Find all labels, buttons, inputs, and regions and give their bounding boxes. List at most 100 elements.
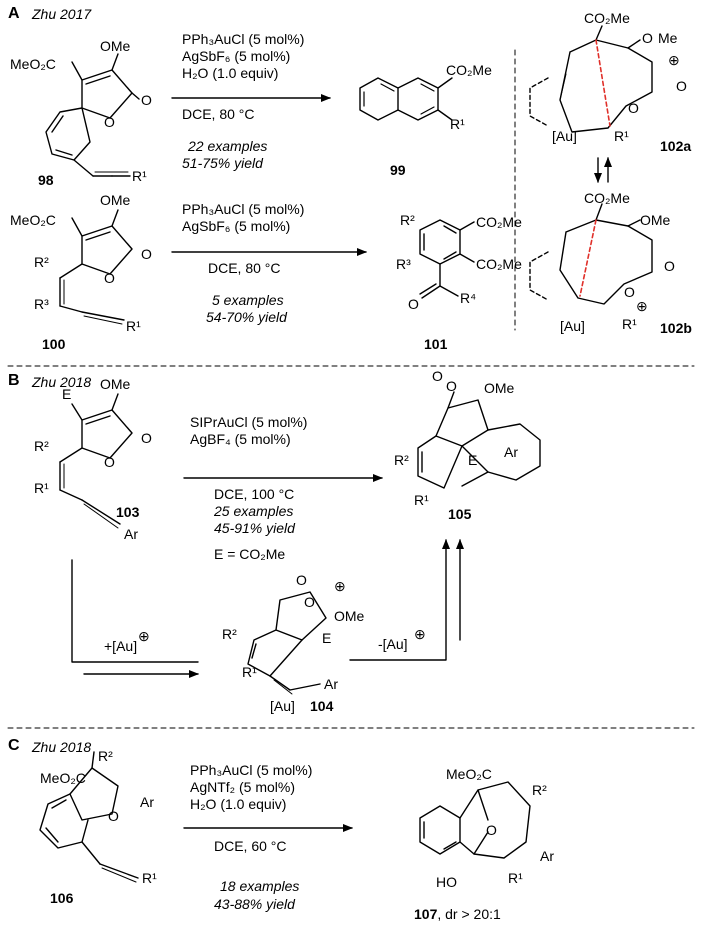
atom-o-104: O — [296, 572, 307, 588]
reagent-a1-2: AgSbF₆ (5 mol%) — [182, 48, 291, 64]
atom-r2-105: R² — [394, 452, 409, 468]
structure-100 — [59, 209, 133, 325]
reagent-c-1: PPh₃AuCl (5 mol%) — [190, 762, 313, 778]
atom-o-ring-100: O — [104, 270, 115, 286]
examples-b: 25 examples — [214, 503, 294, 519]
conditions-a1: DCE, 80 °C — [182, 106, 255, 122]
section-a-letter: A — [8, 5, 20, 22]
structure-103 — [59, 393, 133, 529]
compound-100-label: 100 — [42, 336, 66, 352]
atom-r1-102b: R¹ — [622, 316, 637, 332]
pathway-arrow-up — [349, 539, 450, 661]
atom-meo2c: MeO₂C — [10, 56, 56, 72]
atom-co2me-102a: CO₂Me — [584, 10, 630, 26]
atom-r2-101: R² — [400, 212, 415, 228]
note-e-def: E = CO₂Me — [214, 546, 286, 562]
atom-o-carbonyl-103: O — [141, 430, 152, 446]
atom-ome-104: OMe — [334, 608, 365, 624]
section-c-letter: C — [8, 737, 20, 754]
reagent-a1-1: PPh₃AuCl (5 mol%) — [182, 31, 305, 47]
remove-au-label: -[Au] — [378, 636, 408, 652]
compound-107-dr: , dr > 20:1 — [437, 906, 501, 922]
atom-e-105: E — [468, 452, 478, 468]
atom-r2-106: R² — [98, 748, 113, 764]
pathway-arrow-down-right — [71, 559, 199, 663]
oplus-102b: ⊕ — [636, 298, 648, 314]
atom-ome-103: OMe — [100, 376, 131, 392]
structure-99 — [359, 77, 453, 121]
compound-102a-label: 102a — [660, 138, 692, 154]
structure-107 — [419, 781, 531, 859]
atom-o-ring: O — [104, 114, 115, 130]
atom-me-102a: Me — [658, 30, 678, 46]
add-au-label: +[Au] — [104, 638, 138, 654]
atom-meo2c-100: MeO₂C — [10, 212, 56, 228]
compound-104-label: 104 — [310, 698, 334, 714]
atom-o-102b: O — [664, 258, 675, 274]
atom-o2-105: O — [446, 378, 457, 394]
structure-102a — [529, 25, 653, 133]
examples-a1: 22 examples — [188, 138, 268, 154]
atom-ome-100: OMe — [100, 192, 131, 208]
compound-107-label: 107, dr > 20:1 — [414, 906, 501, 922]
oplus-add-au: ⊕ — [138, 628, 150, 644]
atom-r3-100: R³ — [34, 296, 49, 312]
structure-104 — [247, 591, 327, 695]
atom-o-107: O — [486, 822, 497, 838]
yield-a2: 54-70% yield — [206, 309, 287, 325]
structure-106 — [39, 751, 139, 883]
atom-r1-103: R¹ — [34, 480, 49, 496]
section-b-author: Zhu 2018 — [32, 374, 92, 390]
atom-co2me-101b: CO₂Me — [476, 256, 522, 272]
reagent-b-2: AgBF₄ (5 mol%) — [190, 431, 291, 447]
atom-co2me-101a: CO₂Me — [476, 214, 522, 230]
atom-r1-105: R¹ — [414, 492, 429, 508]
atom-au-104: [Au] — [270, 698, 295, 714]
section-b-letter: B — [8, 372, 20, 389]
compound-102b-label: 102b — [660, 320, 692, 336]
atom-ome-102b: OMe — [640, 212, 671, 228]
atom-ar-107: Ar — [540, 848, 554, 864]
compound-101-label: 101 — [424, 336, 448, 352]
yield-b: 45-91% yield — [214, 520, 295, 536]
structure-101 — [419, 219, 475, 299]
atom-au-102b: [Au] — [560, 318, 585, 334]
atom-e-104: E — [322, 630, 332, 646]
oplus-remove-au: ⊕ — [414, 626, 426, 642]
atom-r1-100: R¹ — [126, 318, 141, 334]
atom-r3-101: R³ — [396, 256, 411, 272]
atom-au-102a: [Au] — [552, 128, 577, 144]
compound-107-number: 107 — [414, 906, 438, 922]
reagent-a1-3: H₂O (1.0 equiv) — [182, 65, 279, 81]
atom-r1: R¹ — [132, 168, 147, 184]
compound-99-label: 99 — [390, 162, 406, 178]
atom-ho-107: HO — [436, 874, 457, 890]
atom-ar-104: Ar — [324, 676, 338, 692]
atom-r1-104: R¹ — [242, 664, 257, 680]
atom-co2me-102b: CO₂Me — [584, 190, 630, 206]
atom-ome-102a: O — [642, 30, 653, 46]
atom-o-101: O — [408, 296, 419, 312]
compound-98-label: 98 — [38, 172, 54, 188]
atom-o-carbonyl-100: O — [141, 246, 152, 262]
reagent-a2-1: PPh₃AuCl (5 mol%) — [182, 201, 305, 217]
atom-o2-102a: O — [676, 78, 687, 94]
atom-o2-102b: O — [624, 284, 635, 300]
conditions-b: DCE, 100 °C — [214, 486, 295, 502]
atom-r2-104: R² — [222, 626, 237, 642]
yield-c: 43-88% yield — [214, 896, 295, 912]
atom-ome-105: OMe — [484, 380, 515, 396]
atom-o-carbonyl: O — [141, 92, 152, 108]
compound-106-label: 106 — [50, 890, 74, 906]
oplus-104: ⊕ — [334, 578, 346, 594]
reagent-b-1: SIPrAuCl (5 mol%) — [190, 414, 308, 430]
atom-r2-107: R² — [532, 782, 547, 798]
reagent-c-2: AgNTf₂ (5 mol%) — [190, 779, 296, 795]
examples-a2: 5 examples — [212, 292, 284, 308]
atom-meo2c-106: MeO₂C — [40, 770, 86, 786]
oplus-102a: ⊕ — [668, 52, 680, 68]
atom-e-103: E — [62, 386, 72, 402]
conditions-c: DCE, 60 °C — [214, 838, 287, 854]
atom-co2me-99: CO₂Me — [446, 62, 492, 78]
